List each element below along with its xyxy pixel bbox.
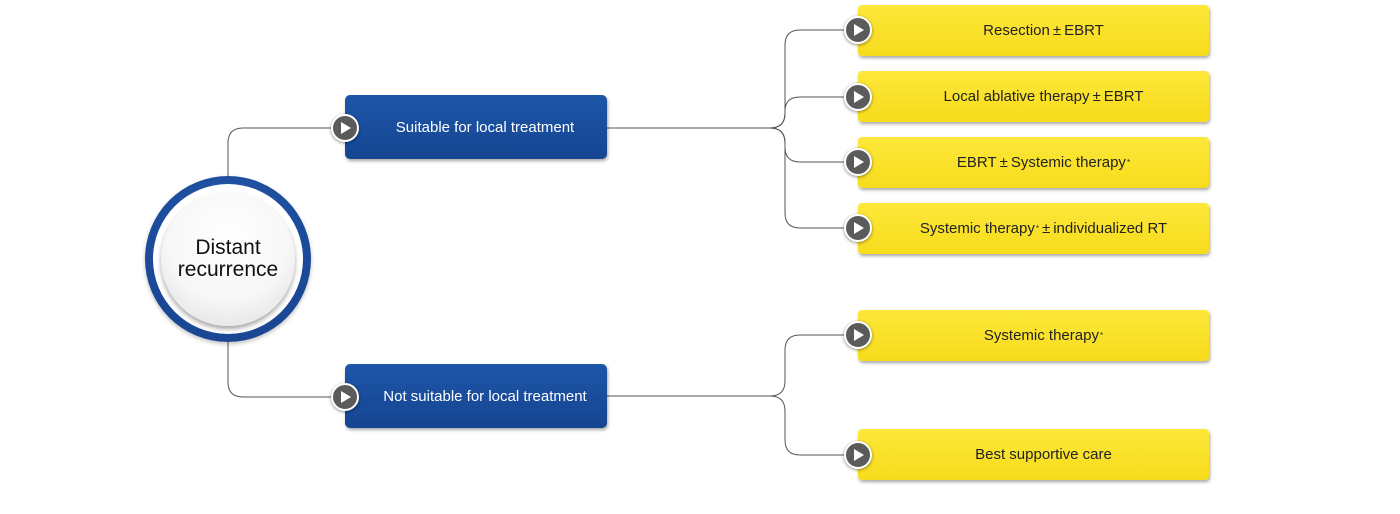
option-text: Local ablative therapy: [943, 88, 1090, 105]
option-text-secondary: individualized RT: [1053, 220, 1168, 237]
option-box-local-ablative: Local ablative therapy ± EBRT: [858, 71, 1209, 122]
asterisk-footnote: *: [1126, 157, 1131, 167]
connector-branch-2-option-1: [769, 334, 858, 397]
option-box-systemic: Systemic therapy *: [858, 310, 1209, 361]
branch-label: Suitable for local treatment: [395, 118, 575, 136]
arrow-right-icon: [844, 16, 872, 44]
option-text: Resection: [983, 22, 1050, 39]
connector-root-branch-2: [227, 342, 345, 398]
arrow-right-icon: [844, 83, 872, 111]
connector-branch-1-option-4: [769, 127, 858, 229]
option-box-resection: Resection ± EBRT: [858, 5, 1209, 56]
arrow-right-icon: [331, 114, 359, 142]
option-text-secondary: EBRT: [1103, 88, 1144, 105]
branch-label: Not suitable for local treatment: [383, 387, 587, 405]
arrow-right-icon: [844, 214, 872, 242]
option-text: Systemic therapy: [983, 327, 1099, 344]
arrow-right-icon: [844, 321, 872, 349]
option-text-secondary: EBRT: [1064, 22, 1104, 39]
option-box-systemic-individualized: Systemic therapy * ± individualized RT: [858, 203, 1209, 254]
connector-branch-1-option-1: [769, 29, 858, 129]
plus-minus-symbol: ±: [1052, 22, 1062, 39]
option-text: EBRT: [956, 154, 997, 171]
asterisk-footnote: *: [1035, 223, 1039, 233]
option-box-best-supportive: Best supportive care: [858, 429, 1209, 480]
plus-minus-symbol: ±: [1092, 88, 1101, 105]
plus-minus-symbol: ±: [1041, 220, 1051, 237]
branch-box-not-suitable: Not suitable for local treatment: [345, 364, 607, 428]
plus-minus-symbol: ±: [999, 154, 1008, 171]
option-text-secondary: Systemic therapy: [1010, 154, 1126, 171]
root-node-ring: Distant recurrence: [153, 184, 303, 334]
connector-root-branch-1: [227, 127, 345, 176]
option-text: Best supportive care: [975, 446, 1112, 463]
option-box-ebrt-systemic: EBRT ± Systemic therapy *: [858, 137, 1209, 188]
connector-branch-2-option-2: [769, 395, 858, 456]
asterisk-footnote: *: [1099, 330, 1104, 340]
root-node: Distant recurrence: [145, 176, 311, 342]
option-text: Systemic therapy: [919, 220, 1035, 237]
branch-box-suitable: Suitable for local treatment: [345, 95, 607, 159]
arrow-right-icon: [844, 441, 872, 469]
root-node-inner: Distant recurrence: [161, 192, 295, 326]
connector-branch-1-option-2: [769, 96, 858, 129]
root-label: Distant recurrence: [177, 236, 279, 281]
arrow-right-icon: [331, 383, 359, 411]
arrow-right-icon: [844, 148, 872, 176]
